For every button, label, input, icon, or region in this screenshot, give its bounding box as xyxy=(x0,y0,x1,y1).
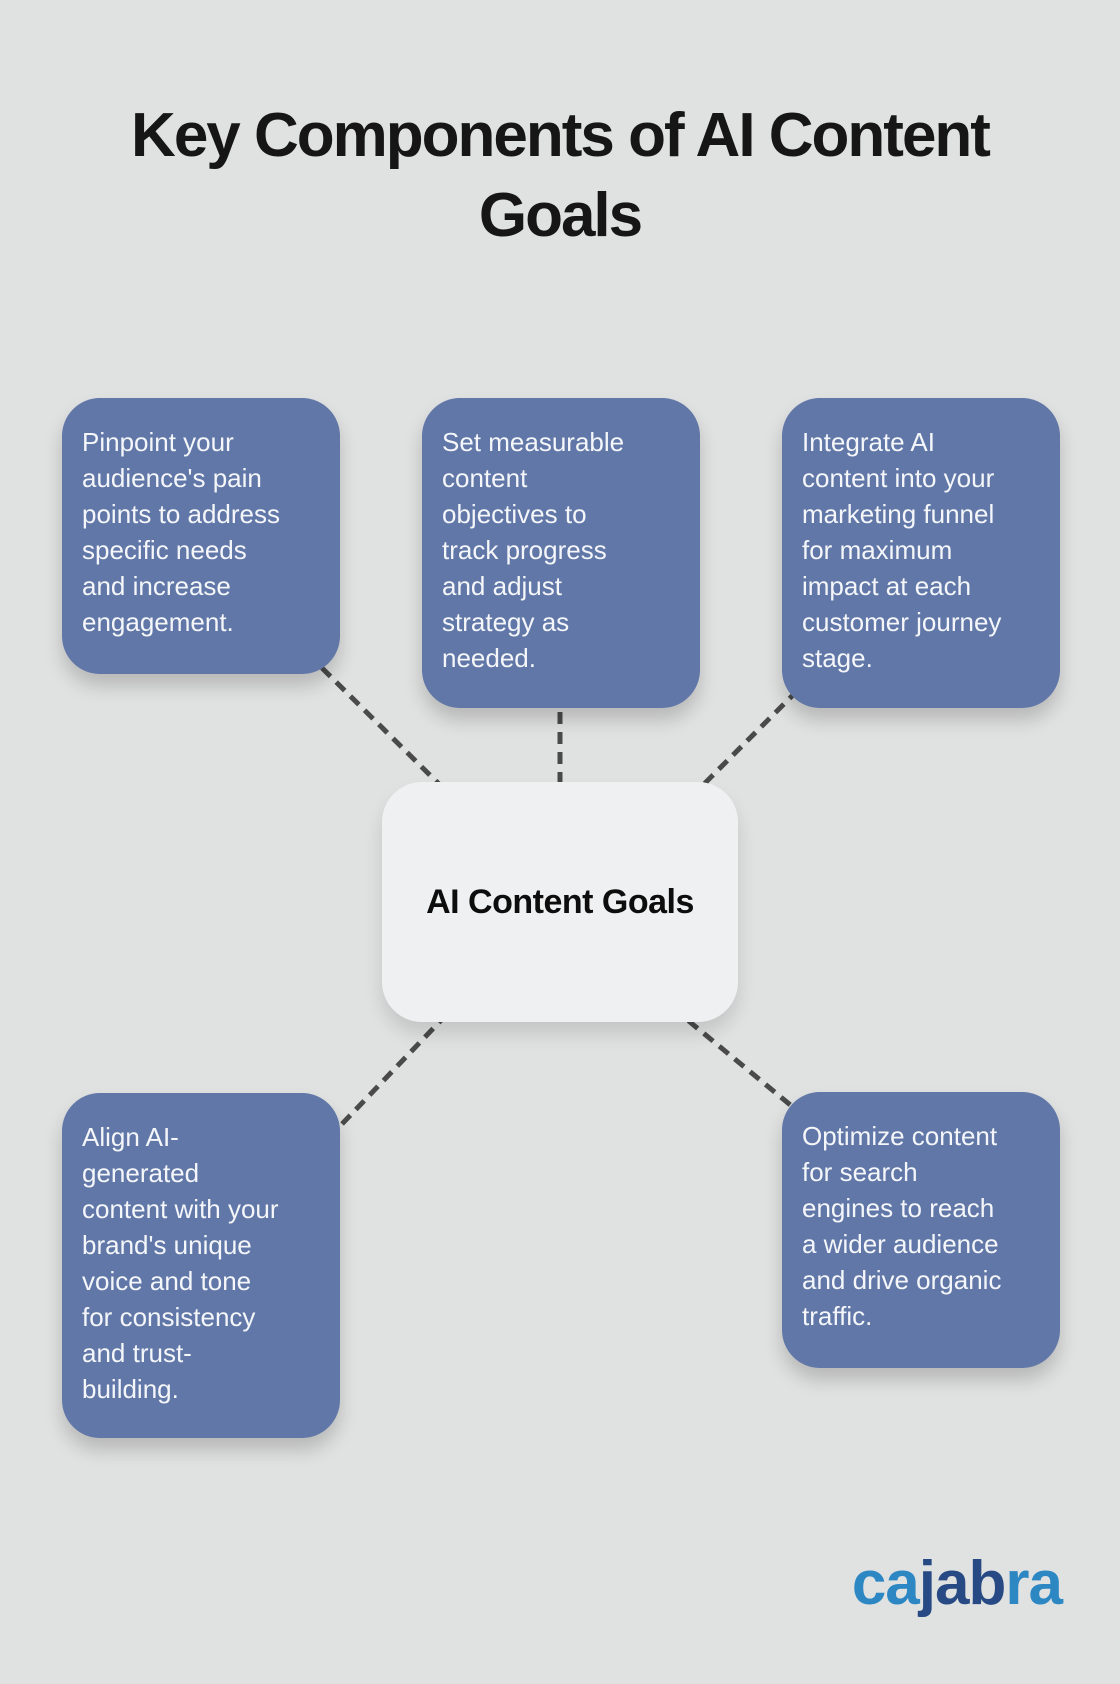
logo-segment: jab xyxy=(918,1549,1007,1618)
logo-segment: ca xyxy=(851,1549,920,1618)
card-marketing-funnel: Integrate AI content into your marketing… xyxy=(782,398,1060,708)
connector-line-top-right xyxy=(691,688,800,797)
card-brand-voice: Align AI- generated content with your br… xyxy=(62,1093,340,1438)
card-pain-points: Pinpoint your audience's pain points to … xyxy=(62,398,340,674)
card-seo: Optimize content for search engines to r… xyxy=(782,1092,1060,1368)
connector-line-top-left xyxy=(320,666,454,799)
center-node-label: AI Content Goals xyxy=(426,882,694,921)
connector-line-bottom-left xyxy=(340,1012,449,1126)
card-measurable-objectives: Set measurable content objectives to tra… xyxy=(422,398,700,708)
connector-line-bottom-right xyxy=(671,1006,796,1110)
cajabra-logo: cajabra xyxy=(851,1548,1063,1619)
page-title: Key Components of AI Content Goals xyxy=(131,101,991,250)
logo-segment: ra xyxy=(1005,1549,1063,1618)
center-node: AI Content Goals xyxy=(382,782,738,1022)
